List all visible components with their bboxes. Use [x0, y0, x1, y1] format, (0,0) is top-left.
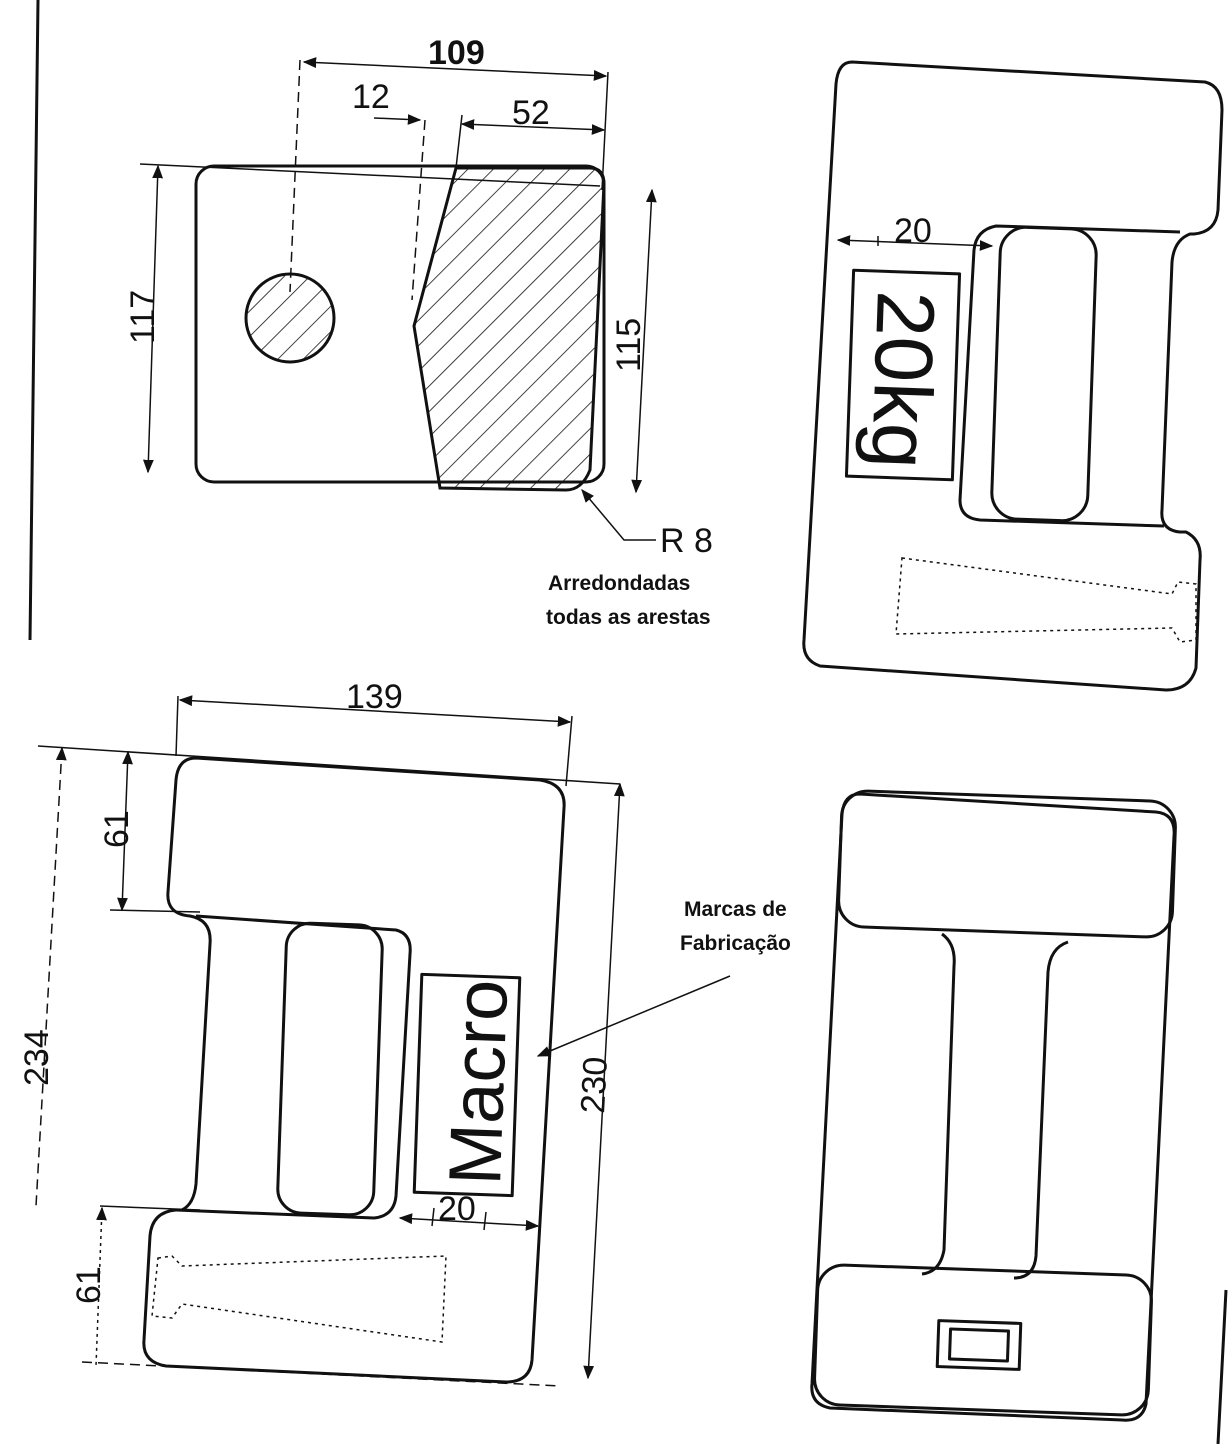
- dim-117-label: 117: [124, 290, 162, 344]
- right-extension-line: [601, 71, 609, 191]
- dim-12-label: 12: [352, 78, 390, 116]
- section-hole: [244, 272, 336, 364]
- front-view-cavity: [151, 1255, 447, 1343]
- weight-marking: 20kg: [854, 289, 951, 470]
- dim-115-label: 115: [610, 318, 648, 372]
- manufacturing-marks-callout: Marcas de Fabricação: [536, 898, 791, 1057]
- top-view-right-rail: [1013, 940, 1069, 1280]
- callout-line2: Fabricação: [680, 932, 791, 955]
- dim-115-line: [631, 188, 657, 494]
- section-view: 109 12 52 117 115 R 8 Arredondadas todas…: [124, 34, 713, 629]
- side-view-handle: [990, 225, 1098, 523]
- dim-52-label: 52: [512, 94, 550, 132]
- page-border-line: [28, 0, 40, 641]
- front-view-step: [175, 914, 412, 1220]
- callout-leader: [536, 975, 731, 1057]
- dim-20-top-line: [836, 235, 994, 251]
- dim-117-ext-top: [139, 163, 601, 187]
- dim-139-ext-right: [565, 715, 573, 787]
- top-view-lower-block: [813, 1263, 1153, 1417]
- side-view-outline: [802, 60, 1224, 692]
- front-view-handle: [276, 921, 384, 1217]
- dim-234-ext-top: [37, 745, 621, 785]
- dim-234-label: 234: [18, 1029, 56, 1086]
- maker-marking: Macro: [433, 978, 523, 1186]
- side-view-inner-step: [958, 224, 1181, 528]
- top-view-stamp-inner: [947, 1327, 1011, 1363]
- callout-line1: Marcas de: [684, 898, 787, 921]
- edges-note-line2: todas as arestas: [546, 606, 711, 629]
- section-view-outline: [194, 164, 606, 484]
- dim-61-top-ext: [109, 909, 201, 913]
- dim-109-label: 109: [428, 34, 485, 72]
- dim-61-top-label: 61: [98, 810, 136, 848]
- hole-center-line: [289, 59, 301, 293]
- dim-117-line: [142, 164, 164, 474]
- front-view-outline: [142, 756, 566, 1384]
- dim-20-top-label: 20: [894, 212, 932, 250]
- side-view-weight: 20kg 20: [802, 60, 1224, 692]
- dim-139-line: [178, 695, 572, 727]
- edges-note-line1: Arredondadas: [548, 572, 690, 595]
- side-view-cavity: [895, 557, 1197, 643]
- dim-20-bottom-line: [398, 1213, 540, 1231]
- dim-109-line: [302, 57, 608, 81]
- top-view-left-rail: [921, 932, 956, 1276]
- dim-61-bottom-label: 61: [70, 1266, 108, 1304]
- dim-20-bottom-label: 20: [438, 1190, 476, 1228]
- dim-61-bottom-line: [95, 1206, 107, 1367]
- top-view: [810, 789, 1177, 1422]
- front-view-macro: Macro 139 61 234 230 20 61: [18, 678, 625, 1387]
- section-extension-line: [455, 114, 463, 169]
- page-edge-right: [1216, 1289, 1228, 1444]
- dim-52-line: [460, 119, 606, 135]
- dim-139-ext-left: [175, 695, 179, 757]
- dim-230-label: 230: [574, 1056, 615, 1115]
- hatched-section: [412, 166, 606, 492]
- r8-label: R 8: [660, 522, 713, 560]
- maker-label-box: [412, 972, 522, 1198]
- top-view-upper-block: [837, 789, 1177, 939]
- dim-61-top-line: [117, 750, 133, 912]
- dim-61-bottom-ext: [99, 1205, 201, 1211]
- weight-label-box: [844, 268, 962, 482]
- dim-234-line: [35, 746, 67, 1207]
- dim-12-line: [373, 114, 422, 125]
- dim-20-bottom-tick-right: [483, 1211, 487, 1231]
- top-view-outline: [810, 792, 1176, 1422]
- offset-extension-line: [411, 119, 426, 301]
- dim-230-line: [583, 782, 625, 1380]
- dim-139-label: 139: [346, 678, 403, 716]
- dim-20-bottom-tick-left: [431, 1207, 435, 1227]
- top-view-stamp-outer: [935, 1319, 1023, 1371]
- r8-leader: [581, 488, 656, 541]
